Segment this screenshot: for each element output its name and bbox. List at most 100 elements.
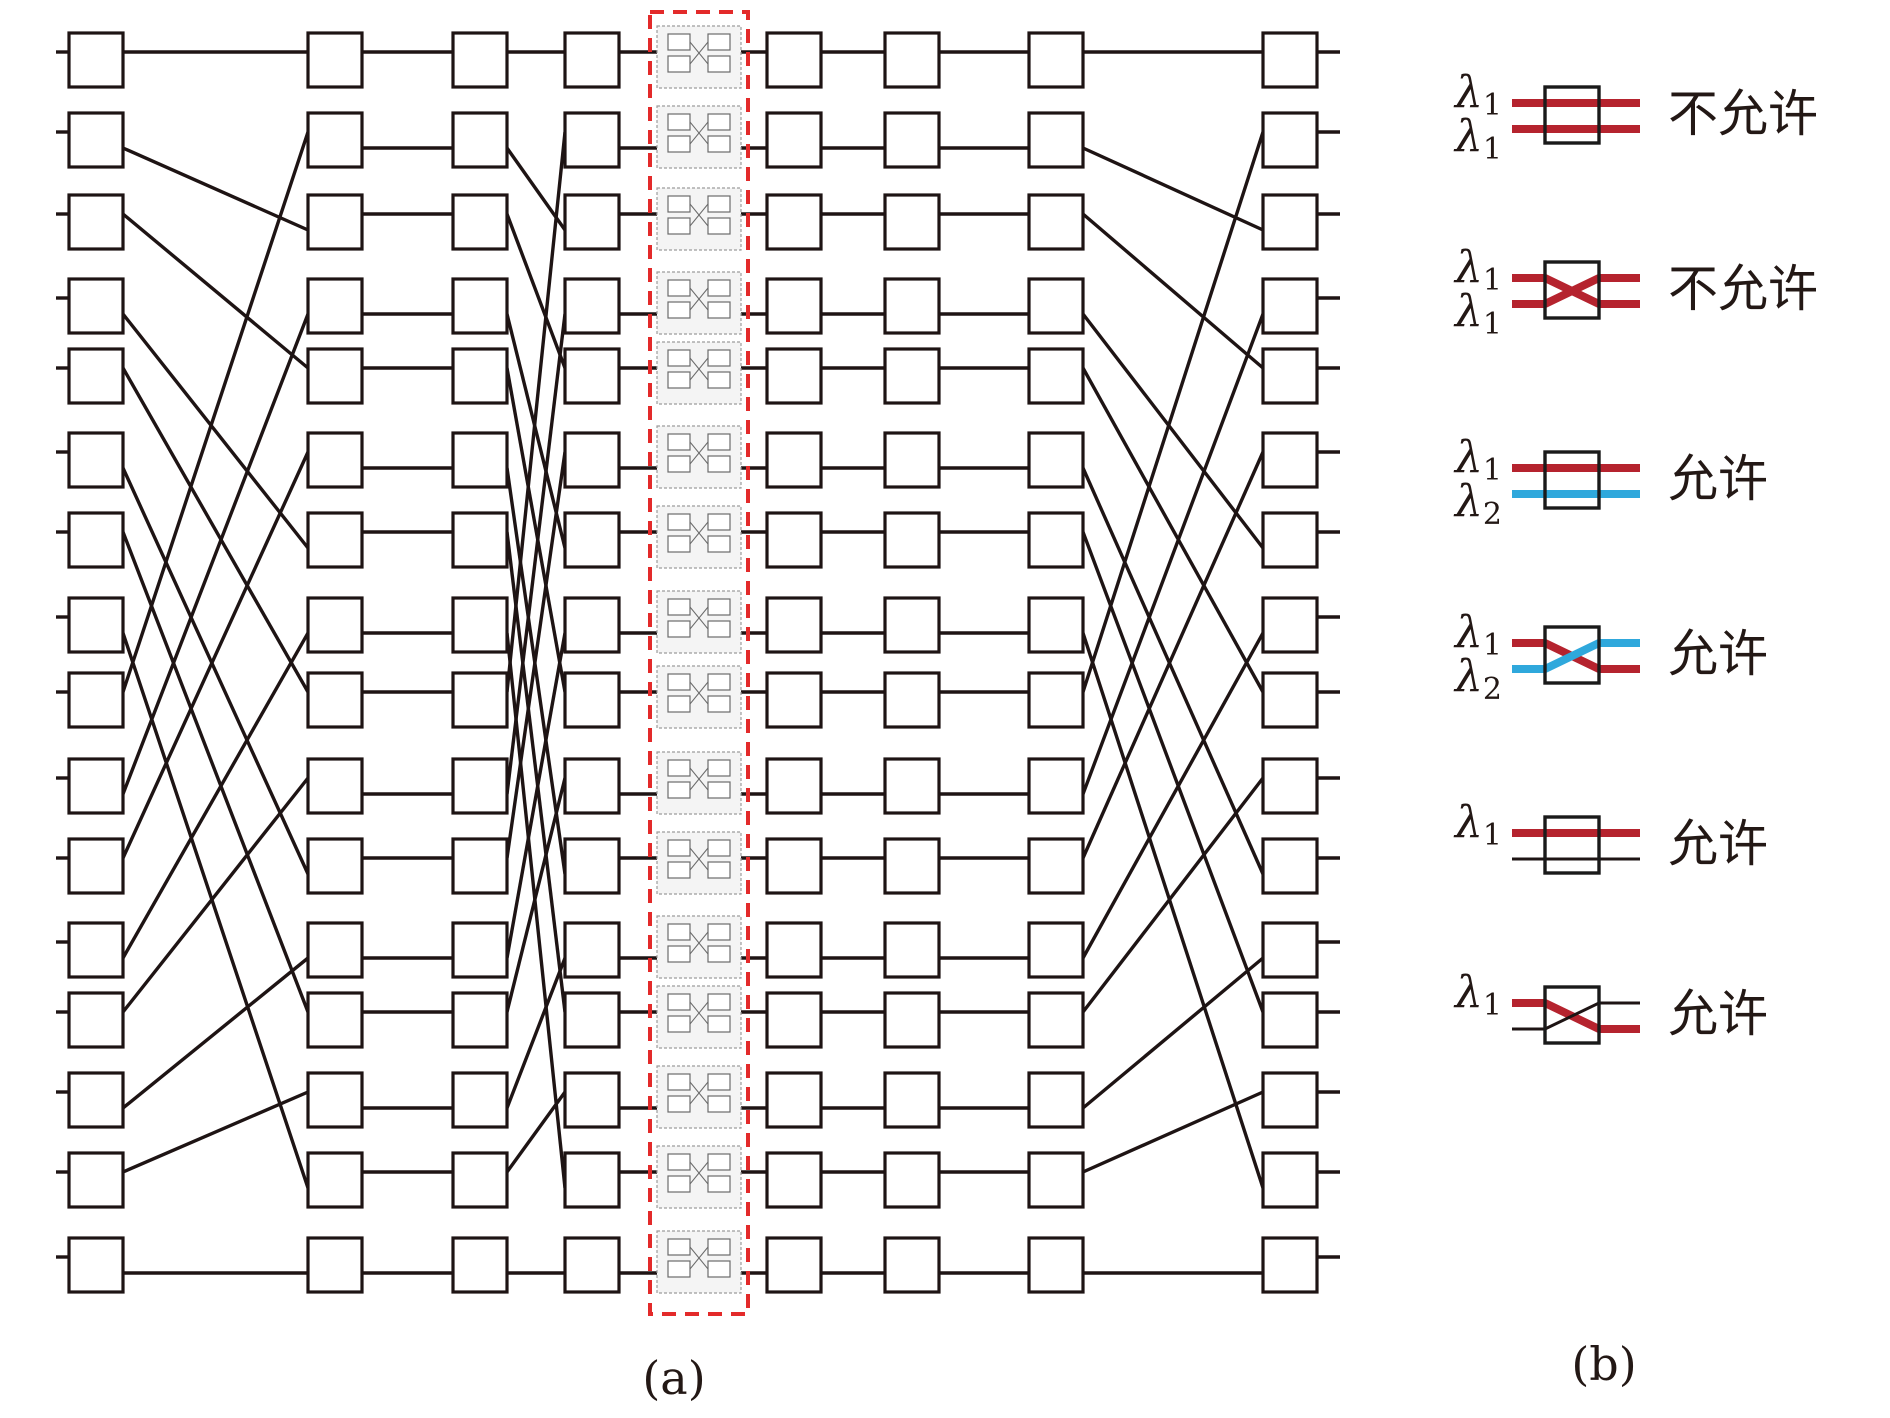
switch-box <box>451 837 509 895</box>
switch-symbol-box <box>1543 450 1601 510</box>
link-wire <box>121 367 310 693</box>
switch-box <box>765 31 823 89</box>
switch-box <box>883 596 941 654</box>
switch-box <box>883 111 941 169</box>
switch-box <box>67 1236 125 1294</box>
switch-box <box>563 193 621 251</box>
switch-box <box>451 511 509 569</box>
link-wire <box>1082 146 1264 232</box>
switch-box <box>765 277 823 335</box>
switch-box <box>765 111 823 169</box>
sub-switch-module <box>656 665 742 729</box>
link-wire <box>121 131 310 693</box>
switch-box <box>67 193 125 251</box>
switch-box <box>563 31 621 89</box>
switch-elements <box>67 25 1319 1294</box>
switch-box <box>1261 1236 1319 1294</box>
switch-box <box>765 1151 823 1209</box>
switch-box <box>451 757 509 815</box>
switch-box <box>563 991 621 1049</box>
link-wire <box>505 957 567 1109</box>
switch-box <box>1027 193 1085 251</box>
switch-symbol-box <box>1543 815 1601 875</box>
switch-box <box>451 193 509 251</box>
link-wire <box>1081 531 1265 1013</box>
legend-status-label: 不允许 <box>1668 260 1818 318</box>
lambda-input-1: λ1 <box>1453 242 1502 298</box>
switch-box <box>563 431 621 489</box>
switch-box <box>1261 511 1319 569</box>
link-wire <box>1081 451 1265 859</box>
link-wire <box>121 956 310 1110</box>
link-wire <box>121 451 310 859</box>
switch-box <box>306 921 364 979</box>
switch-box <box>765 431 823 489</box>
sub-switch-module <box>656 1145 742 1209</box>
switch-box <box>883 757 941 815</box>
link-wire <box>1081 776 1265 1014</box>
link-wire <box>505 632 567 959</box>
caption-b: (b) <box>1571 1337 1636 1391</box>
sub-switch-module <box>656 271 742 335</box>
switch-box <box>1261 991 1319 1049</box>
lambda-input-1: λ1 <box>1453 797 1502 853</box>
switch-box <box>67 347 125 405</box>
switch-box <box>765 1236 823 1294</box>
switch-box <box>883 277 941 335</box>
link-wire <box>1081 131 1265 693</box>
link-wire <box>122 1090 309 1174</box>
switch-box <box>563 757 621 815</box>
switch-box <box>451 1151 509 1209</box>
sub-switch-module <box>656 187 742 251</box>
switch-box <box>1261 837 1319 895</box>
sub-switch-module <box>656 1230 742 1294</box>
sub-switch-module <box>656 831 742 895</box>
switch-box <box>1261 596 1319 654</box>
switch-box <box>306 347 364 405</box>
switch-box <box>1027 431 1085 489</box>
link-wire <box>121 212 310 370</box>
switch-box <box>1027 596 1085 654</box>
switch-box <box>883 347 941 405</box>
switch-box <box>451 277 509 335</box>
link-wire <box>1081 632 1265 1189</box>
switch-box <box>1027 1236 1085 1294</box>
lambda-input-2: λ1 <box>1453 286 1502 342</box>
sub-switch-module <box>656 915 742 979</box>
switch-box <box>451 671 509 729</box>
switch-box <box>306 193 364 251</box>
switch-box <box>1027 837 1085 895</box>
switch-box <box>306 671 364 729</box>
sub-switch-module <box>656 590 742 654</box>
switch-box <box>1261 277 1319 335</box>
switch-box <box>765 596 823 654</box>
lambda-input-2: λ2 <box>1453 476 1502 532</box>
switch-box <box>451 921 509 979</box>
highlight-stage-box <box>648 10 750 1316</box>
switch-box <box>883 991 941 1049</box>
switch-box <box>1027 277 1085 335</box>
link-wire <box>505 367 567 693</box>
switch-box <box>883 1151 941 1209</box>
switch-box <box>67 671 125 729</box>
link-wire <box>1081 312 1265 550</box>
switch-box <box>451 347 509 405</box>
sub-switch-module <box>656 505 742 569</box>
link-wire <box>505 451 567 859</box>
link-wire <box>1081 632 1265 959</box>
link-wire <box>121 312 310 550</box>
link-wire <box>121 313 310 795</box>
lambda-input-1: λ1 <box>1453 967 1502 1023</box>
lambda-input-1: λ1 <box>1453 432 1502 488</box>
legend-status-label: 允许 <box>1668 815 1768 873</box>
switch-box <box>1261 347 1319 405</box>
switch-box <box>1261 431 1319 489</box>
caption-a: (a) <box>642 1351 705 1405</box>
switch-box <box>1027 991 1085 1049</box>
switch-box <box>883 837 941 895</box>
switch-box <box>306 111 364 169</box>
switch-box <box>1261 31 1319 89</box>
switch-box <box>1027 757 1085 815</box>
switch-box <box>563 671 621 729</box>
